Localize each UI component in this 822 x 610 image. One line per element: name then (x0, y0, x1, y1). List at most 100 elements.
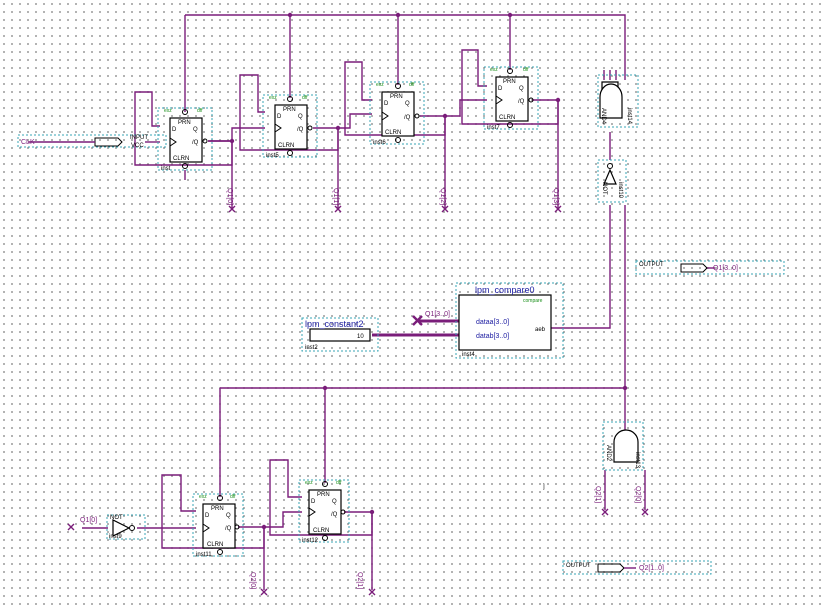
stray-mark: ] (543, 484, 545, 490)
ff-dff-label: dff (523, 67, 529, 73)
bottom-wires (82, 205, 646, 590)
q-label: Q1[3] (552, 188, 559, 205)
ff-d-label: D (205, 513, 210, 519)
ff-d-label: D (172, 127, 177, 133)
q-label: Q1[1] (332, 188, 339, 205)
ff-ena-label: exz (490, 67, 498, 73)
compare-title: lpm_compare0 (475, 285, 535, 295)
aeb-port: aeb (535, 327, 546, 333)
constant-title: lpm_constant2 (305, 319, 364, 329)
ff-dff-label: dff (409, 82, 415, 88)
inst-label: inst6 (373, 140, 386, 146)
ff-qn-label: /Q (518, 99, 525, 105)
ff-prn-label: PRN (390, 94, 403, 100)
not-gate-bottom[interactable]: NOT inst9 (106, 514, 146, 540)
ff-prn-label: PRN (178, 120, 191, 126)
dataa-port: dataa[3..0] (476, 319, 509, 326)
not-inst: inst9 (109, 534, 122, 540)
compare-wires (372, 319, 472, 337)
and4-inst: inst14 (626, 108, 632, 125)
ff-d-label: D (498, 86, 503, 92)
dff-3[interactable]: exz dff PRN D Q /Q CLRN inst6 (369, 81, 425, 146)
ff-prn-label: PRN (503, 79, 516, 85)
q-label: Q2[0] (249, 572, 256, 589)
q1-bus-label: Q1[3..0] (425, 311, 450, 318)
clk-input-pin[interactable]: CLK INPUT VCC (17, 134, 167, 149)
constant-inst: inst2 (305, 345, 318, 351)
ff-clrn-label: CLRN (313, 528, 329, 534)
vcc-tag: VCC (131, 143, 144, 149)
dff-4[interactable]: exz dff PRN D Q /Q CLRN inst7 (483, 66, 539, 131)
compare-inst: inst4 (462, 352, 475, 358)
output-label: Q1[3..0] (713, 265, 738, 272)
ff-d-label: D (277, 114, 282, 120)
junction-dots (229, 12, 628, 530)
top-wires (134, 14, 715, 329)
dff-12[interactable]: exz dff PRN D Q /Q CLRN inst12 (298, 479, 350, 544)
and2-inst: inst13 (634, 452, 640, 469)
q1-0-input[interactable]: Q1[0] (67, 517, 97, 531)
ff-clrn-label: CLRN (207, 542, 223, 548)
ff-dff-label: dff (336, 480, 342, 486)
q-label: Q1[0] (226, 188, 233, 205)
datab-port: datab[3..0] (476, 333, 509, 340)
top-q-labels: Q1[0] Q1[1] Q1[2] Q1[3] (226, 188, 562, 213)
clk-label: CLK (21, 139, 35, 146)
ff-clrn-label: CLRN (499, 115, 515, 121)
dff-11[interactable]: exz dff PRN D Q /Q CLRN inst11 (192, 493, 244, 558)
ff-qn-label: /Q (225, 526, 232, 532)
compare-sub: compare (523, 298, 543, 304)
ff-q-label: Q (332, 499, 337, 505)
constant-value: 10 (357, 334, 364, 340)
ff-q-label: Q (298, 114, 303, 120)
q-label: Q2[1] (356, 572, 363, 589)
and2-input-label: Q2[0] (634, 486, 641, 503)
output-pin-q2[interactable]: OUTPUT Q2[1..0] (562, 560, 712, 575)
ff-ena-label: exz (305, 480, 313, 486)
lpm-compare-block[interactable]: lpm_compare0 compare dataa[3..0] datab[3… (455, 282, 564, 359)
ff-prn-label: PRN (211, 506, 224, 512)
ff-q-label: Q (519, 86, 524, 92)
ff-q-label: Q (226, 513, 231, 519)
inst-label: inst (161, 166, 171, 172)
inst-label: inst11 (196, 552, 212, 558)
q1-0-label: Q1[0] (80, 517, 97, 524)
ff-d-label: D (384, 101, 389, 107)
lpm-constant-block[interactable]: lpm_constant2 10 inst2 (301, 317, 379, 352)
compare-bus-label: Q1[3..0] (412, 311, 450, 326)
ff-dff-label: dff (302, 95, 308, 101)
ff-ena-label: exz (269, 95, 277, 101)
ff-prn-label: PRN (317, 492, 330, 498)
dff-2[interactable]: exz dff PRN D Q /Q CLRN inst5 (262, 94, 318, 159)
dff-1[interactable]: exz dff PRN D Q /Q CLRN inst (157, 107, 213, 172)
not-label: NOT (110, 515, 123, 521)
ff-clrn-label: CLRN (385, 130, 401, 136)
ff-qn-label: /Q (297, 127, 304, 133)
not-inst: inst10 (617, 182, 623, 199)
ff-clrn-label: CLRN (173, 156, 189, 162)
not-gate-top[interactable]: NOT inst10 (597, 159, 627, 203)
inst-label: inst5 (266, 153, 279, 159)
ff-clrn-label: CLRN (278, 143, 294, 149)
ff-qn-label: /Q (331, 512, 338, 518)
not-label: NOT (601, 182, 607, 195)
ff-dff-label: dff (197, 108, 203, 114)
ff-q-label: Q (405, 101, 410, 107)
ff-ena-label: exz (199, 494, 207, 500)
ff-dff-label: dff (230, 494, 236, 500)
ff-ena-label: exz (164, 108, 172, 114)
ff-d-label: D (311, 499, 316, 505)
ff-prn-label: PRN (283, 107, 296, 113)
and2-gate[interactable]: AND2 inst13 Q2[1] Q2[0] (594, 421, 649, 516)
and2-label: AND2 (605, 445, 611, 462)
ff-q-label: Q (193, 127, 198, 133)
output-tag: OUTPUT (639, 262, 664, 268)
and4-gate[interactable]: AND4 inst14 (597, 74, 639, 128)
inst-label: inst12 (302, 538, 319, 544)
output-tag: OUTPUT (566, 563, 591, 569)
input-tag: INPUT (130, 135, 148, 141)
ff-qn-label: /Q (192, 140, 199, 146)
output-pin-q1[interactable]: OUTPUT Q1[3..0] (635, 260, 785, 275)
bottom-q-labels: Q2[0] Q2[1] (249, 572, 376, 596)
